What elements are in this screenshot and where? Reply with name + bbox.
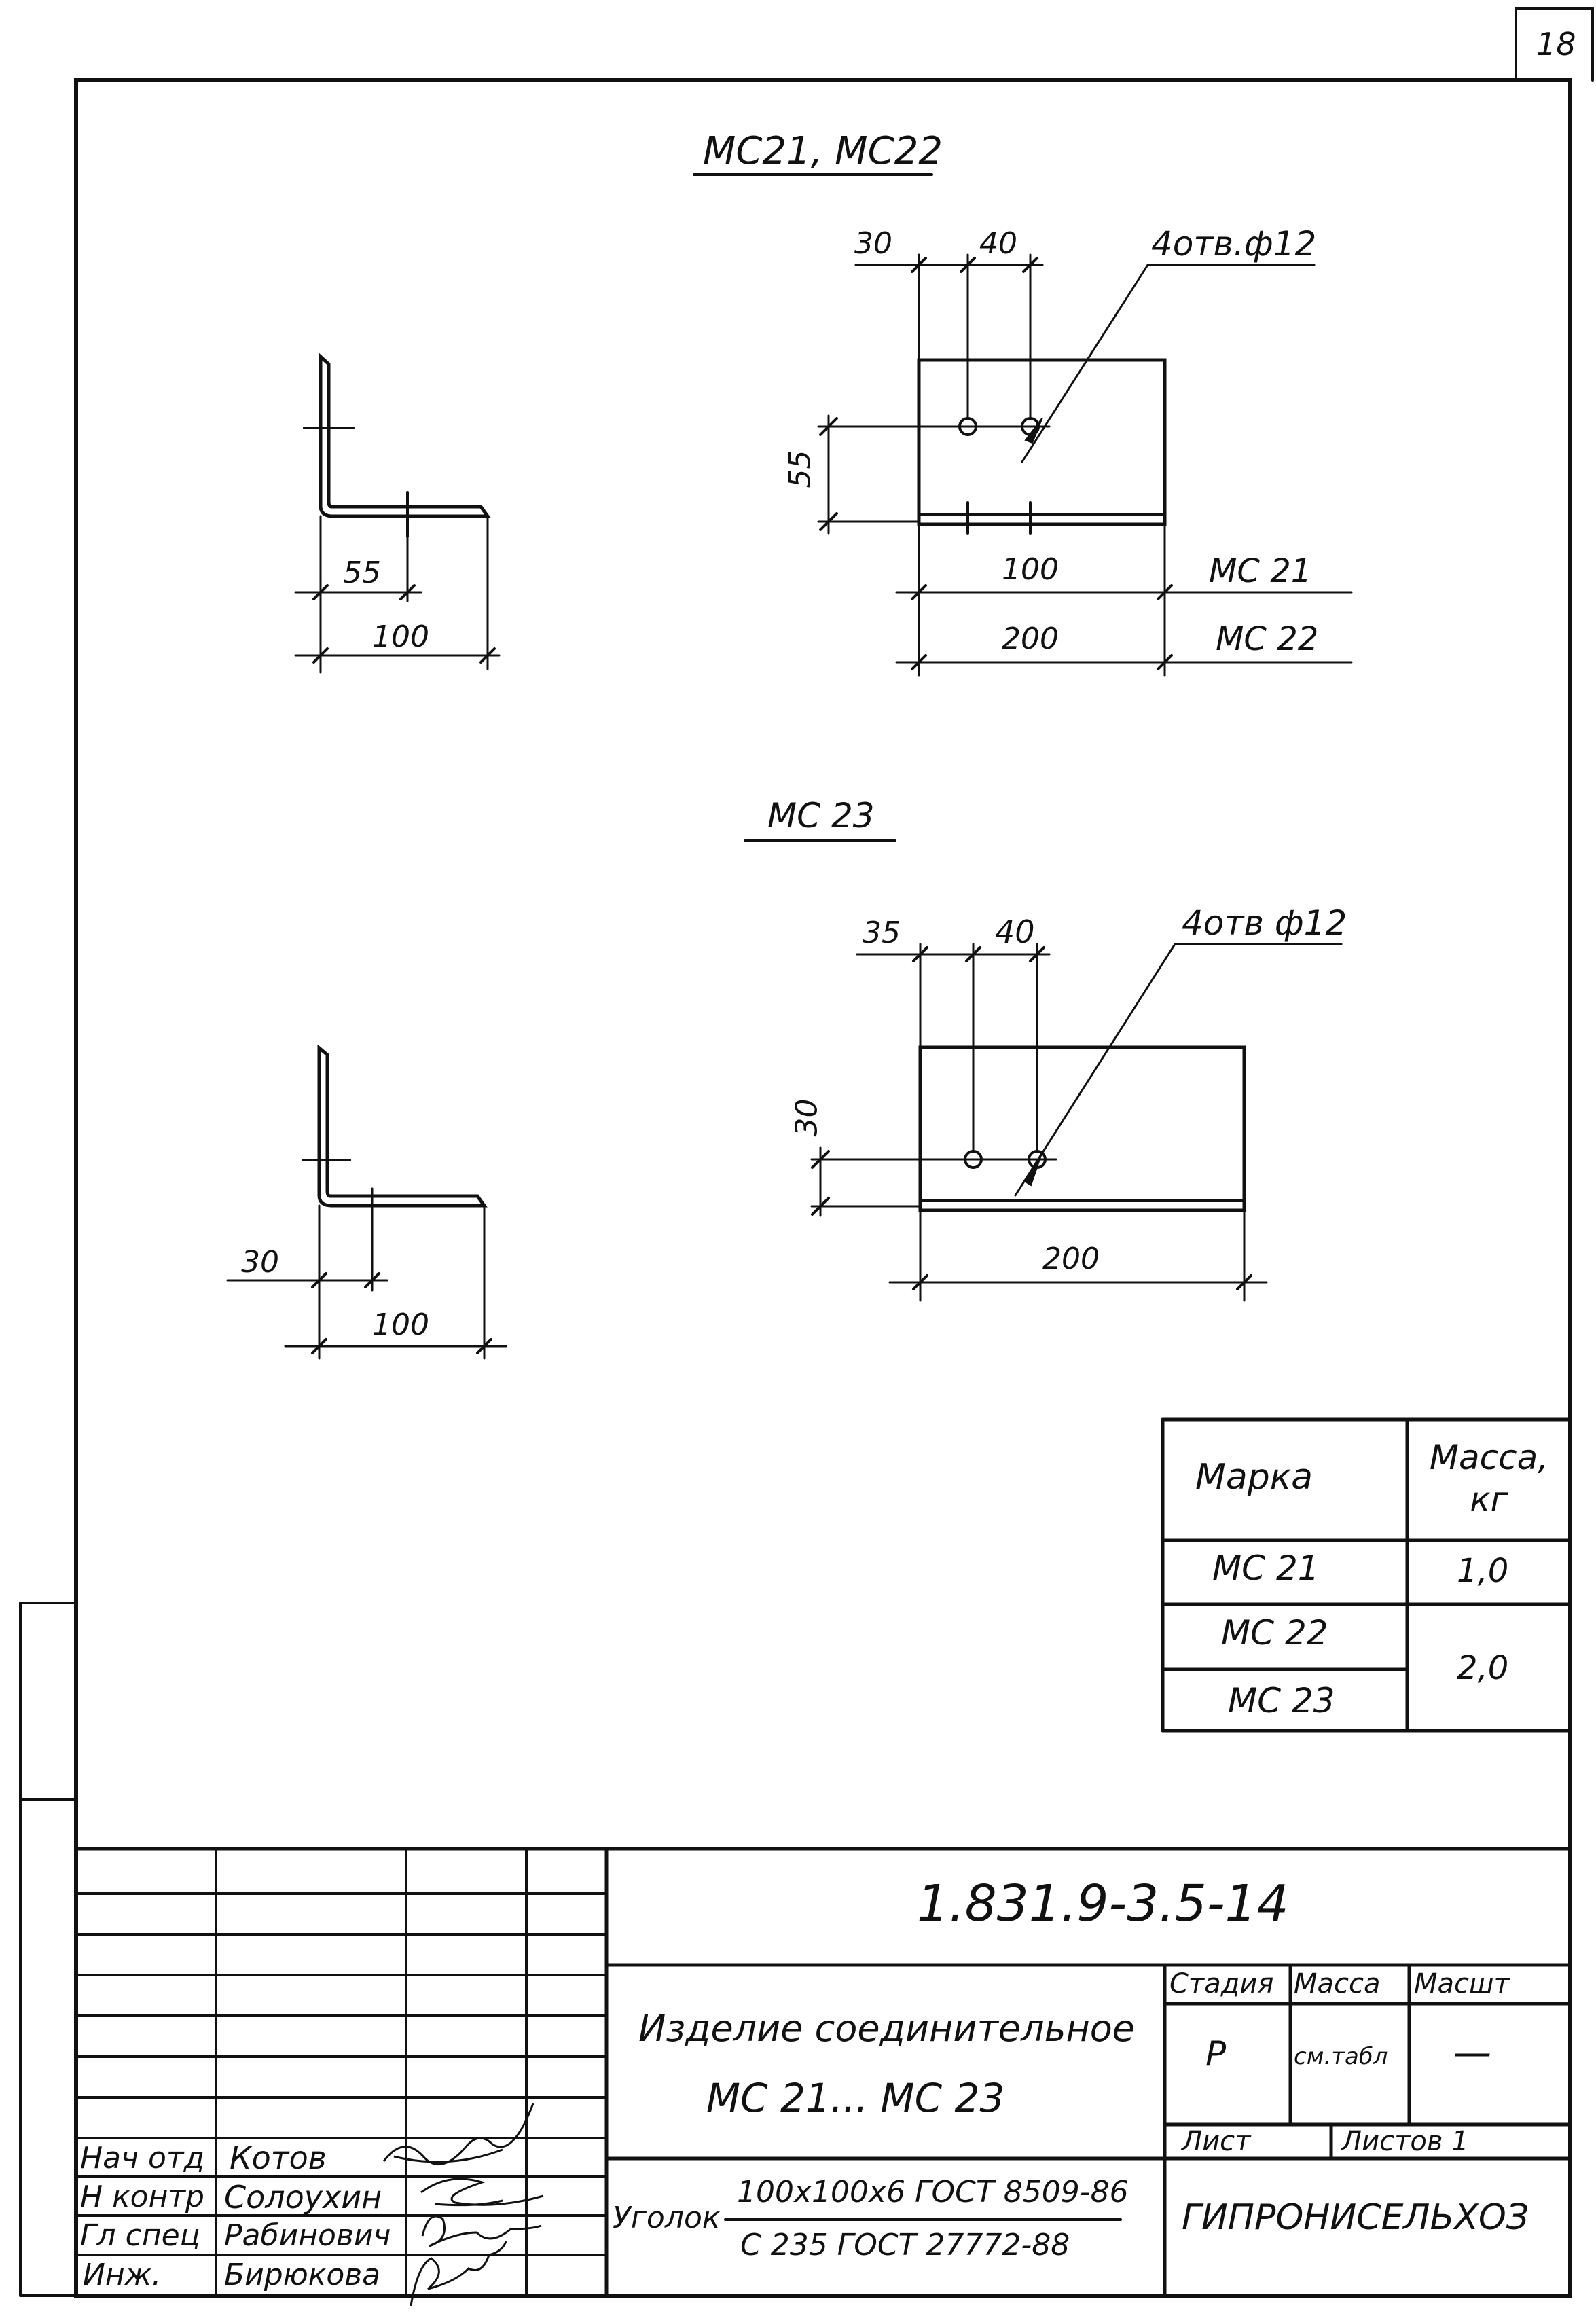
dim-length-mc23: 200 xyxy=(1042,1242,1100,1276)
dim-plan-vertical-mc23: 30 xyxy=(789,1098,824,1137)
plate-plan-mc23 xyxy=(918,1045,1246,1212)
dim-plan-left-mc21: 30 xyxy=(854,226,892,261)
stage-value: Р xyxy=(1205,2034,1227,2074)
holes-note-mc23: 4отв ф12 xyxy=(1182,903,1347,943)
dim-profile-inner-mc21: 55 xyxy=(343,556,381,590)
product-name-line1: Изделие соединительное xyxy=(638,2007,1136,2050)
mass-value: см.табл xyxy=(1294,2043,1388,2070)
sig-role-2: Гл спец xyxy=(80,2218,200,2253)
dim-length-mc21: 100 xyxy=(1002,552,1059,587)
sig-name-1: Солоухин xyxy=(224,2179,382,2216)
dim-profile-total-mc21: 100 xyxy=(372,619,429,654)
document-code: 1.831.9-3.5-14 xyxy=(917,1875,1289,1933)
sig-name-2: Рабинович xyxy=(224,2218,391,2253)
mass-table-mass-mc22-mc23: 2,0 xyxy=(1457,1649,1509,1687)
dim-length-mc22: 200 xyxy=(1002,621,1059,656)
sheet-frame xyxy=(74,78,1572,2298)
sheets-count-label: Листов 1 xyxy=(1341,2126,1469,2157)
mass-table-mark-mc23: МС 23 xyxy=(1228,1681,1335,1720)
mark-label-mc21: МС 21 xyxy=(1209,552,1312,590)
signature-grid xyxy=(75,1847,608,2297)
sig-name-0: Котов xyxy=(230,2139,327,2176)
drawing-title-mc23: МС 23 xyxy=(767,796,875,835)
drawing-title-mc21-mc22: МС21, МС22 xyxy=(703,129,943,173)
signature-solouhin xyxy=(420,2177,544,2207)
sig-name-3: Бирюкова xyxy=(224,2258,381,2292)
holes-note-mc21: 4отв.ф12 xyxy=(1151,224,1317,264)
sheet-number-box xyxy=(1515,7,1594,82)
sheet-label: Лист xyxy=(1182,2126,1251,2157)
title-block-grid xyxy=(74,1847,1572,2298)
mark-label-mc22: МС 22 xyxy=(1216,620,1319,658)
dim-plan-vertical-mc21: 55 xyxy=(782,450,818,488)
mass-label: Масса xyxy=(1294,1968,1381,2000)
sig-role-3: Инж. xyxy=(83,2258,162,2292)
dim-profile-total-mc23: 100 xyxy=(372,1307,429,1342)
mass-table-mark-mc22: МС 22 xyxy=(1221,1613,1328,1652)
signature-kotov xyxy=(382,2103,534,2165)
dim-profile-inner-mc23: 30 xyxy=(241,1245,279,1280)
sig-role-1: Н контр xyxy=(80,2180,204,2214)
mass-table-mark-mc21: МС 21 xyxy=(1212,1549,1320,1588)
sig-role-0: Нач отд xyxy=(80,2141,205,2175)
mass-table-header-mass: Масса, кг xyxy=(1429,1438,1549,1519)
signature-scribbles xyxy=(382,2103,544,2307)
angle-profile-mc21 xyxy=(319,352,491,518)
material-denominator: С 235 ГОСТ 27772-88 xyxy=(740,2228,1070,2262)
angle-profile-mc23 xyxy=(317,1044,488,1208)
product-name-line2: МС 21... МС 23 xyxy=(706,2075,1005,2121)
signature-biryukova xyxy=(410,2241,507,2307)
plate-plan-mc21 xyxy=(917,358,1167,526)
sheet-number: 18 xyxy=(1536,26,1576,62)
mass-table-header-mark: Марка xyxy=(1195,1457,1313,1498)
mass-table-grid xyxy=(1161,1417,1572,1733)
dim-plan-spacing-mc21: 40 xyxy=(979,226,1017,261)
stage-label: Стадия xyxy=(1169,1968,1274,2000)
signature-rabinovich xyxy=(421,2215,542,2247)
dim-plan-spacing-mc23: 40 xyxy=(995,914,1035,950)
material-numerator: 100х100х6 ГОСТ 8509-86 xyxy=(737,2175,1129,2209)
dim-plan-left-mc23: 35 xyxy=(863,916,901,950)
side-stamp-boxes xyxy=(19,1602,77,2297)
organization-name: ГИПРОНИСЕЛЬХОЗ xyxy=(1182,2197,1529,2238)
scale-value: — xyxy=(1453,2031,1491,2075)
material-prefix: Уголок xyxy=(613,2201,721,2235)
mass-table-mass-mc21: 1,0 xyxy=(1457,1552,1509,1590)
scale-label: Масшт xyxy=(1414,1968,1510,2000)
